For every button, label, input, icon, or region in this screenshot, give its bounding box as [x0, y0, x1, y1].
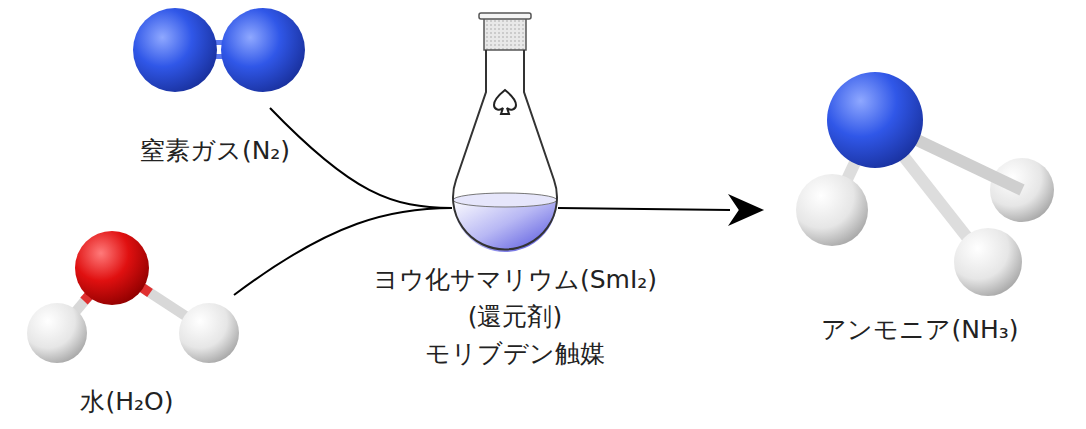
- nitrogen-molecule: 窒素ガス(N₂): [95, 4, 335, 184]
- ammonia-molecule: アンモニア(NH₃): [760, 40, 1080, 360]
- node-label: ヨウ化サマリウム(SmI₂): [350, 263, 680, 297]
- reaction-flask: ヨウ化サマリウム(SmI₂)(還元剤)モリブデン触媒: [350, 8, 680, 373]
- reaction-line: [558, 208, 730, 210]
- arrow-head: [728, 194, 764, 226]
- ammonia-illustration: [760, 40, 1080, 310]
- node-label: 窒素ガス(N₂): [95, 134, 335, 168]
- water-molecule: 水(H₂O): [12, 225, 242, 425]
- node-label: アンモニア(NH₃): [760, 313, 1080, 347]
- node-label: (還元剤): [350, 300, 680, 334]
- reaction-line: [270, 108, 452, 208]
- node-label: 水(H₂O): [12, 385, 242, 419]
- flask-illustration: [350, 8, 680, 258]
- node-label: モリブデン触媒: [350, 337, 680, 371]
